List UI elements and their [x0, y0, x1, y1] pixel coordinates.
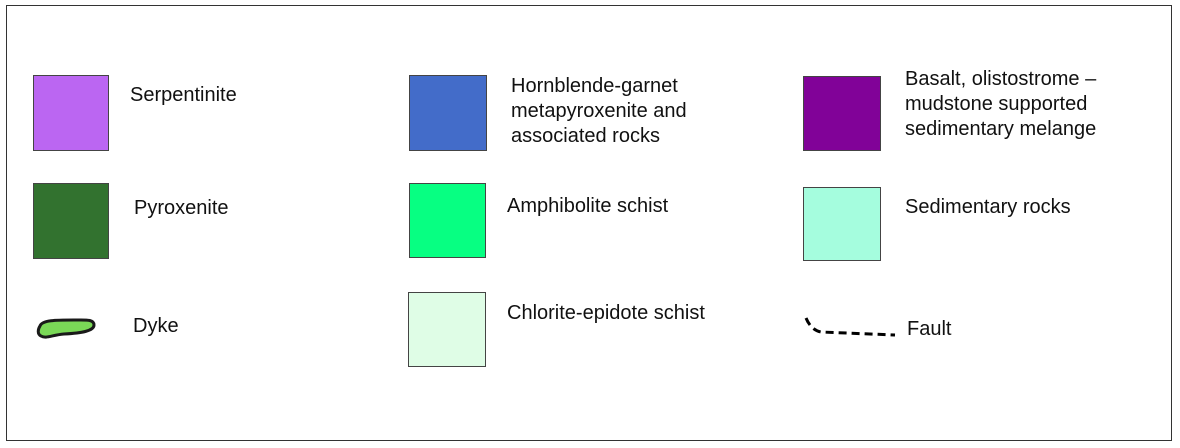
- basalt-swatch: [803, 76, 881, 151]
- dyke-label: Dyke: [133, 315, 179, 337]
- amphibolite-label: Amphibolite schist: [507, 195, 669, 217]
- serpentinite-label: Serpentinite: [130, 84, 237, 106]
- pyroxenite-label: Pyroxenite: [134, 197, 229, 219]
- chlorite-swatch: [408, 292, 486, 367]
- fault-line: [804, 317, 896, 337]
- dyke-shape: [36, 318, 96, 339]
- pyroxenite-swatch: [33, 183, 109, 259]
- hornblende-label: Hornblende-garnet metapyroxenite and ass…: [511, 75, 687, 147]
- basalt-label: Basalt, olistostrome – mudstone supporte…: [905, 68, 1097, 140]
- hornblende-swatch: [409, 75, 487, 151]
- fault-symbol: [804, 317, 896, 337]
- sedimentary-label: Sedimentary rocks: [905, 196, 1071, 218]
- serpentinite-swatch: [33, 75, 109, 151]
- fault-label: Fault: [907, 318, 952, 340]
- dyke-symbol: [36, 318, 96, 339]
- sedimentary-swatch: [803, 187, 881, 261]
- amphibolite-swatch: [409, 183, 486, 258]
- chlorite-label: Chlorite-epidote schist: [507, 302, 705, 324]
- legend-frame: [6, 5, 1172, 441]
